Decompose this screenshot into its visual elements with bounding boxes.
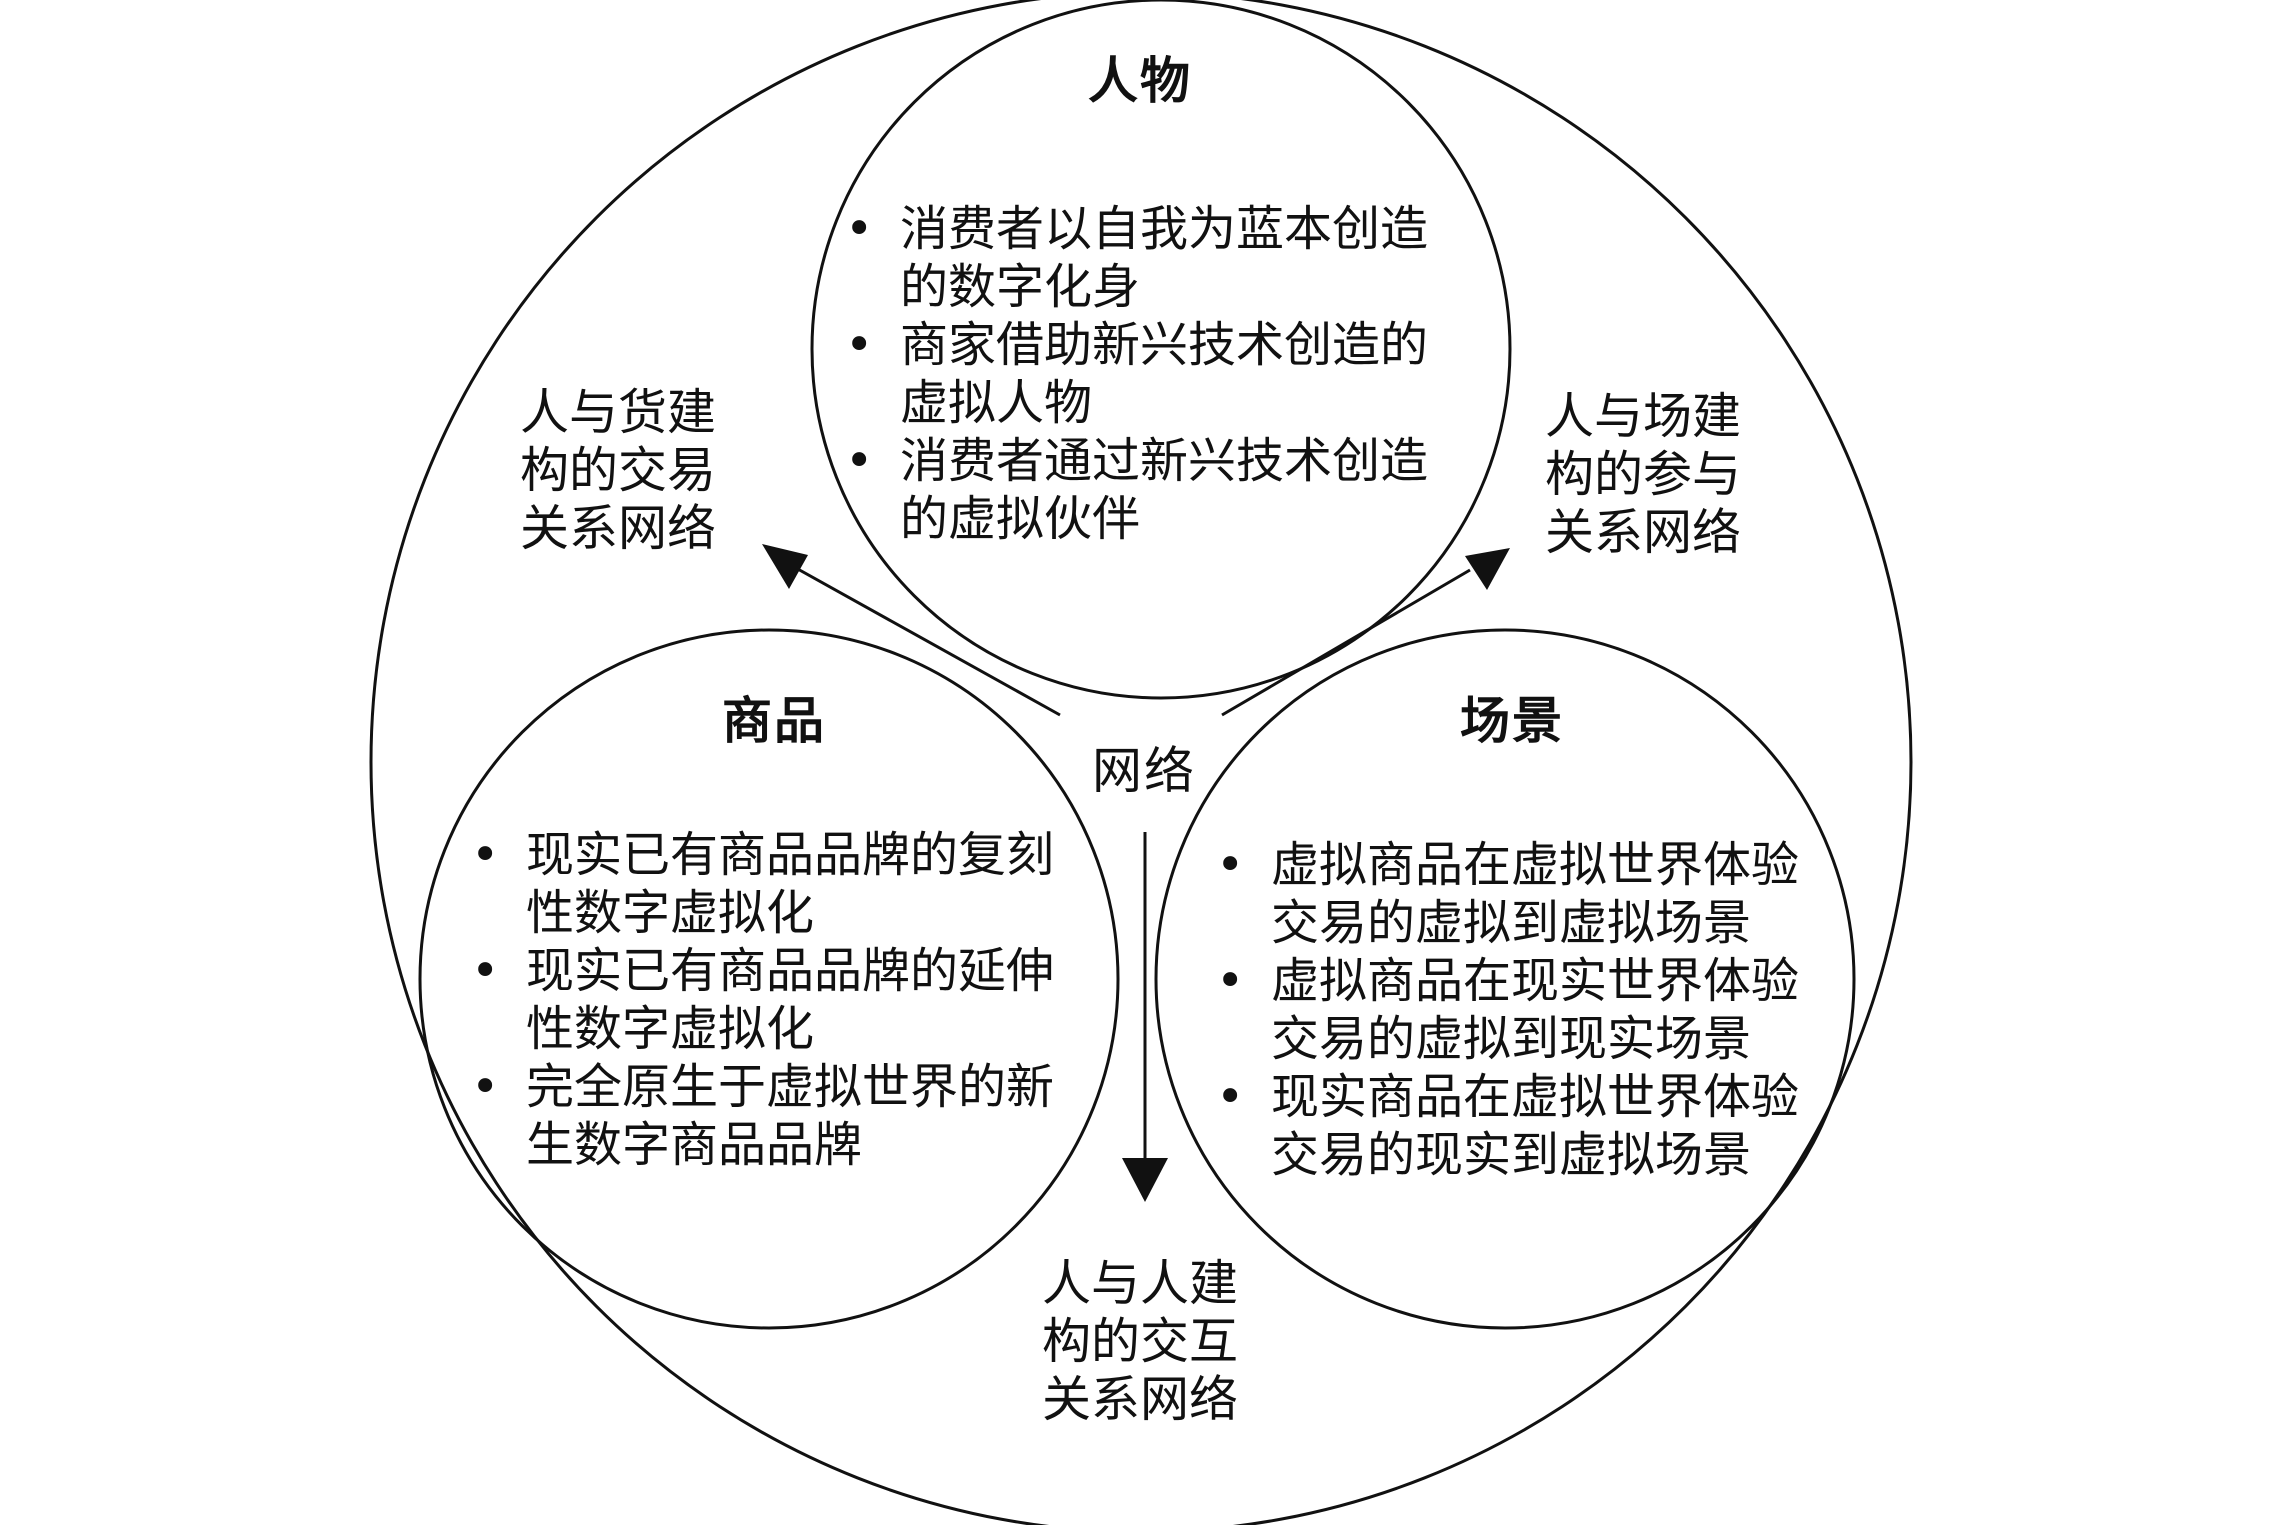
arrow-to-goods-network — [777, 556, 1061, 717]
goods-circle-title: 商品 — [722, 691, 826, 750]
network-label: 网络 — [1092, 742, 1196, 800]
scene-circle-title: 场景 — [1460, 691, 1564, 750]
person-circle-title: 人物 — [1088, 51, 1192, 110]
arrowhead-down — [1122, 1158, 1168, 1202]
arrow-to-scene-network — [1221, 568, 1471, 717]
goods-relation-label: 人与货建 构的交易 关系网络 — [520, 384, 717, 557]
arrowhead-left — [762, 544, 808, 589]
goods-circle — [418, 628, 1120, 1330]
person-relation-label: 人与人建 构的交互 关系网络 — [1042, 1255, 1239, 1428]
outer-circle — [369, 0, 1913, 1525]
person-circle — [810, 0, 1512, 700]
scene-relation-label: 人与场建 构的参与 关系网络 — [1545, 388, 1742, 561]
arrowhead-right — [1465, 548, 1510, 590]
scene-circle — [1154, 628, 1856, 1330]
